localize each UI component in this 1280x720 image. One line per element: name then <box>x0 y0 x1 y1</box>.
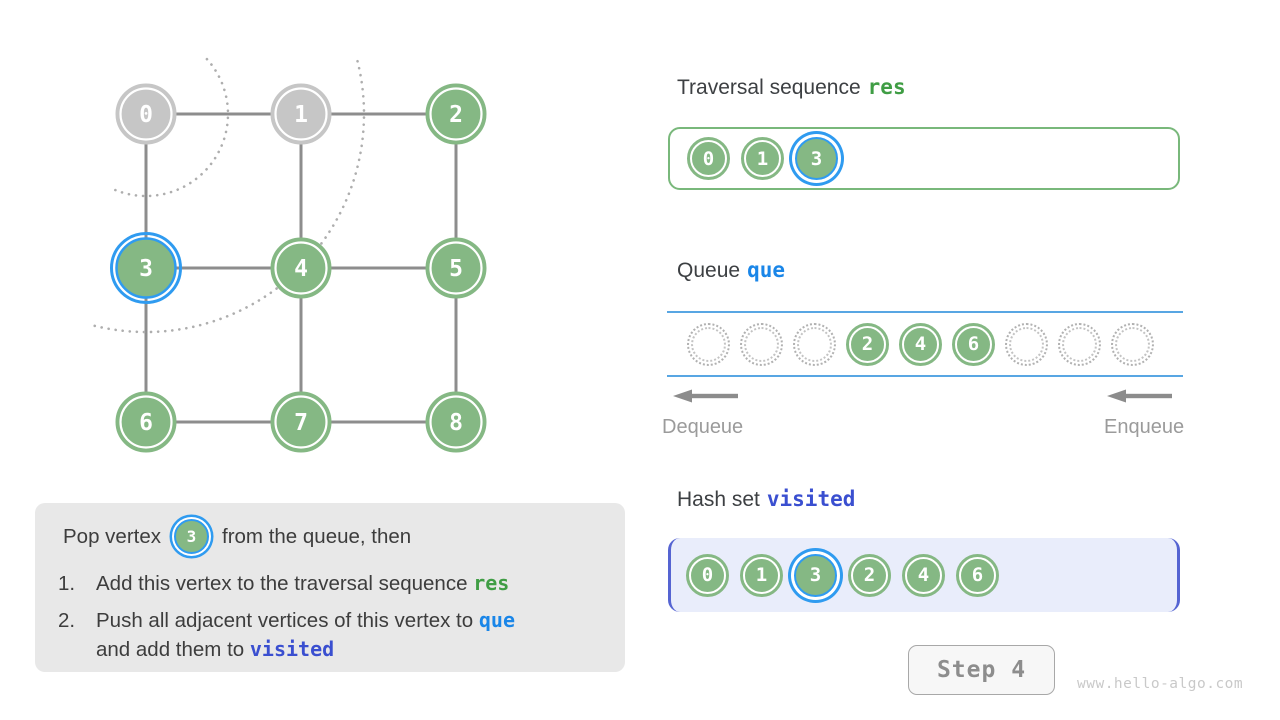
svg-text:6: 6 <box>139 410 153 436</box>
queue-empty-slot <box>1058 322 1101 366</box>
text-run: Add this vertex to the traversal sequenc… <box>96 572 474 595</box>
list-number: 1. <box>58 572 76 595</box>
graph-svg: 0 1 2 3 4 5 6 7 8 <box>91 57 487 453</box>
vertex-chip-2: 2 <box>846 322 889 366</box>
traversal-sequence-title: Traversal sequence res <box>677 74 906 101</box>
vertex-chip-2: 2 <box>848 553 891 597</box>
code-token-visited: visited <box>249 637 335 661</box>
description-item-2: 2. Push all adjacent vertices of this ve… <box>58 606 601 664</box>
svg-text:3: 3 <box>139 256 153 282</box>
description-item-1: 1. Add this vertex to the traversal sequ… <box>58 569 601 598</box>
enqueue-label: Enqueue <box>1104 416 1185 438</box>
visited-code-token: visited <box>766 487 856 511</box>
queue-title-text: Queue <box>677 259 741 282</box>
graph-vertex-3: 3 <box>110 232 182 304</box>
text-run: and add them to <box>96 638 250 661</box>
description-line1: Pop vertex 3 from the queue, then <box>63 519 411 554</box>
vertex-chip-3: 3 <box>795 137 838 180</box>
svg-text:8: 8 <box>449 410 463 436</box>
graph-vertex-1: 1 <box>270 83 332 145</box>
svg-text:0: 0 <box>139 102 153 128</box>
vertex-chip-0: 0 <box>686 553 729 597</box>
graph-vertex-8: 8 <box>425 391 487 453</box>
queue-title: Queue que <box>677 257 785 284</box>
graph-vertex-5: 5 <box>425 237 487 299</box>
hash-set-title-text: Hash set <box>677 488 760 511</box>
que-code-token: que <box>747 258 785 282</box>
dequeue-label: Dequeue <box>662 416 744 438</box>
queue-empty-slot <box>1005 322 1048 366</box>
queue-empty-slot <box>740 322 783 366</box>
watermark: www.hello-algo.com <box>1077 676 1244 692</box>
description-item-2-text: Push all adjacent vertices of this verte… <box>96 606 601 664</box>
list-number: 2. <box>58 609 76 632</box>
hash-set-title: Hash set visited <box>677 486 855 513</box>
svg-text:7: 7 <box>294 410 308 436</box>
text-run: from the queue, then <box>222 524 412 548</box>
vertex-chip-0: 0 <box>687 137 730 180</box>
graph-vertex-6: 6 <box>115 391 177 453</box>
res-code-token: res <box>867 75 906 99</box>
code-token-que: que <box>478 608 515 632</box>
svg-text:1: 1 <box>294 102 308 128</box>
enqueue-arrow-icon <box>1107 389 1172 403</box>
vertex-chip-1: 1 <box>741 137 784 180</box>
vertex-chip-3: 3 <box>174 519 209 554</box>
vertex-chip-1: 1 <box>740 553 783 597</box>
graph-vertex-2: 2 <box>425 83 487 145</box>
queue-empty-slot <box>687 322 730 366</box>
svg-text:5: 5 <box>449 256 463 282</box>
graph-vertex-0: 0 <box>115 83 177 145</box>
step-badge: Step 4 <box>908 645 1055 695</box>
graph-vertex-7: 7 <box>270 391 332 453</box>
graph-vertex-4: 4 <box>270 237 332 299</box>
vertex-chip-4: 4 <box>902 553 945 597</box>
code-token-res: res <box>473 571 510 595</box>
description-box: Pop vertex 3 from the queue, then 1. Add t… <box>35 503 625 672</box>
description-item-1-text: Add this vertex to the traversal sequenc… <box>96 569 601 598</box>
traversal-sequence-title-text: Traversal sequence <box>677 76 861 99</box>
vertex-chip-3: 3 <box>794 553 837 597</box>
vertex-chip-6: 6 <box>956 553 999 597</box>
vertex-chip-4: 4 <box>899 322 942 366</box>
svg-text:2: 2 <box>449 102 463 128</box>
svg-text:4: 4 <box>294 256 308 282</box>
vertex-chip-6: 6 <box>952 322 995 366</box>
dequeue-arrow-icon <box>673 389 738 403</box>
queue-empty-slot <box>1111 322 1154 366</box>
queue-empty-slot <box>793 322 836 366</box>
text-run: Push all adjacent vertices of this verte… <box>96 609 479 632</box>
text-run: Pop vertex <box>63 524 161 548</box>
